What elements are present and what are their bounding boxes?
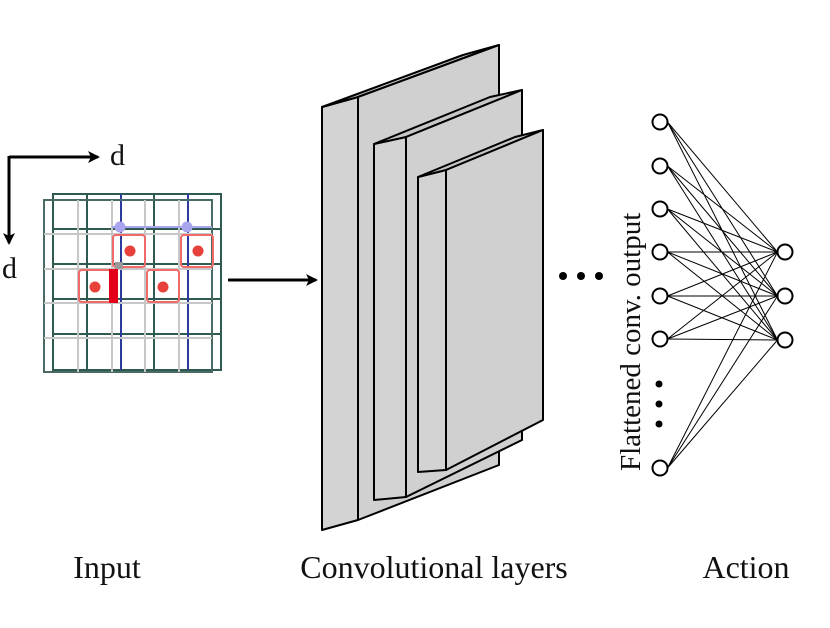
connection-edge — [667, 251, 778, 340]
flatten-label: Flattened conv. output — [615, 213, 647, 471]
input-panel: d d — [2, 139, 318, 585]
lilac-marker — [114, 221, 126, 233]
lilac-marker — [181, 221, 193, 233]
action-caption: Action — [702, 549, 789, 585]
connection-edge — [667, 208, 778, 253]
connection-edge — [667, 165, 778, 253]
conv-caption: Convolutional layers — [300, 549, 568, 585]
flattened-node — [651, 459, 669, 477]
connection-edge — [667, 121, 778, 253]
connection-edge — [667, 251, 778, 469]
action-nodes — [776, 243, 794, 349]
connection-edge — [667, 251, 778, 297]
action-node — [776, 243, 794, 261]
flatten-ellipsis — [655, 380, 663, 428]
conv-layers — [321, 44, 544, 531]
y-axis-label: d — [2, 252, 17, 285]
action-node — [776, 331, 794, 349]
gray-bar-tip — [115, 262, 123, 269]
connection-edge — [667, 295, 778, 340]
action-node — [776, 287, 794, 305]
connection-edge — [667, 339, 778, 469]
x-axis-label: d — [110, 139, 125, 172]
input-caption: Input — [73, 549, 141, 585]
flattened-node — [651, 287, 669, 305]
dense-network: Flattened conv. output Action — [615, 113, 794, 585]
flattened-node — [651, 200, 669, 218]
red-bar — [109, 269, 118, 303]
conv-layer-3 — [417, 129, 544, 473]
flattened-node — [651, 113, 669, 131]
red-markers — [89, 245, 204, 293]
flattened-node — [651, 243, 669, 261]
connection-edge — [667, 295, 778, 469]
flattened-nodes — [651, 113, 669, 477]
connections — [667, 121, 778, 469]
connection-edge — [667, 338, 778, 341]
flattened-node — [651, 157, 669, 175]
conv-ellipsis — [559, 272, 603, 280]
flattened-node — [651, 330, 669, 348]
